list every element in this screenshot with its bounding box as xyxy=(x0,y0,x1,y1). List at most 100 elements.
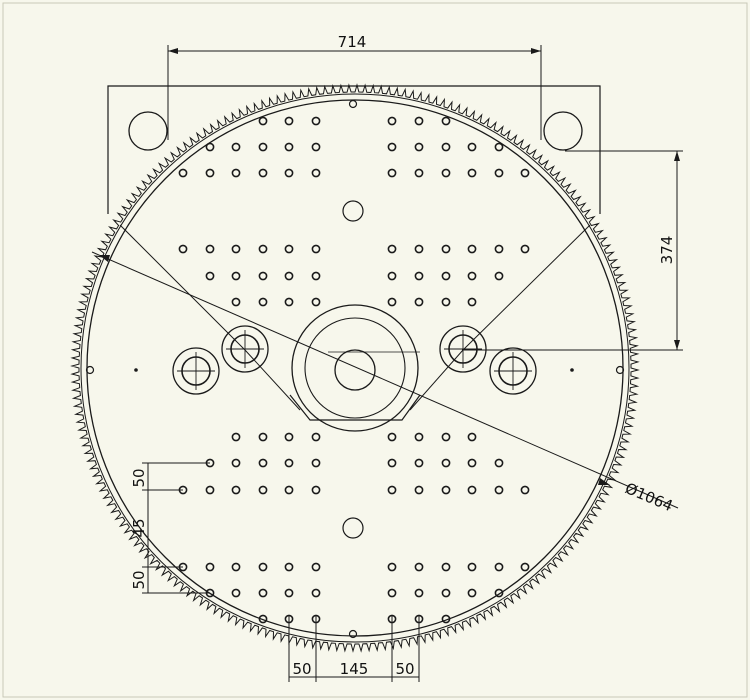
mounting-hole xyxy=(284,297,294,307)
mounting-hole xyxy=(311,271,321,281)
dim-label-714: 714 xyxy=(338,33,367,51)
mounting-hole xyxy=(441,244,451,254)
arrow-374-bottom xyxy=(674,340,680,350)
dim-label-left-50-bottom: 50 xyxy=(130,570,148,589)
mounting-hole xyxy=(205,168,215,178)
mounting-hole xyxy=(311,244,321,254)
mounting-hole xyxy=(441,168,451,178)
mounting-hole xyxy=(205,485,215,495)
mounting-hole xyxy=(284,458,294,468)
mounting-hole xyxy=(467,432,477,442)
mounting-hole xyxy=(258,458,268,468)
mounting-hole xyxy=(414,142,424,152)
mounting-hole xyxy=(387,142,397,152)
arrow-diameter-right xyxy=(598,478,610,485)
bracket-hole-left xyxy=(128,111,168,151)
mounting-hole xyxy=(387,244,397,254)
dim-label-left-45: 45 xyxy=(130,518,148,537)
mounting-hole xyxy=(231,142,241,152)
mounting-hole xyxy=(467,271,477,281)
mounting-hole xyxy=(494,588,504,598)
mounting-hole xyxy=(387,116,397,126)
mounting-hole xyxy=(231,432,241,442)
mounting-hole xyxy=(441,116,451,126)
mounting-hole xyxy=(441,432,451,442)
mounting-hole xyxy=(414,458,424,468)
tiebar-hole-upper-right xyxy=(439,325,487,373)
mounting-hole xyxy=(205,271,215,281)
mounting-hole xyxy=(284,116,294,126)
mounting-hole xyxy=(494,562,504,572)
mounting-hole xyxy=(520,168,530,178)
mounting-hole xyxy=(178,244,188,254)
mounting-hole xyxy=(467,485,477,495)
mounting-hole xyxy=(231,485,241,495)
central-ring-mid xyxy=(304,317,406,419)
mounting-hole xyxy=(258,432,268,442)
mounting-hole xyxy=(258,116,268,126)
mounting-hole xyxy=(520,562,530,572)
mounting-hole xyxy=(205,562,215,572)
arrow-diameter-left xyxy=(99,255,110,262)
support-line-left xyxy=(119,224,246,351)
mounting-hole-grid xyxy=(178,116,530,624)
mounting-hole xyxy=(414,432,424,442)
mounting-hole xyxy=(231,244,241,254)
mounting-hole xyxy=(205,142,215,152)
right-small-mark xyxy=(570,368,574,372)
dim-label-374: 374 xyxy=(658,236,676,265)
mounting-hole xyxy=(311,297,321,307)
mounting-hole xyxy=(258,168,268,178)
central-ring-outer xyxy=(291,304,419,432)
upper-center-hole xyxy=(342,200,364,222)
mounting-hole xyxy=(414,168,424,178)
central-hex-boss xyxy=(289,394,421,421)
mounting-hole xyxy=(311,116,321,126)
mounting-hole xyxy=(311,485,321,495)
mounting-hole xyxy=(231,562,241,572)
mounting-hole xyxy=(414,562,424,572)
mounting-hole xyxy=(205,244,215,254)
mounting-hole xyxy=(258,614,268,624)
tiebar-hole-left xyxy=(172,347,220,395)
mounting-hole xyxy=(467,562,477,572)
mounting-hole xyxy=(441,562,451,572)
gear-ring xyxy=(70,83,640,653)
mounting-hole xyxy=(258,297,268,307)
left-marker-hole xyxy=(85,365,95,375)
arrow-714-left xyxy=(168,48,178,54)
mounting-hole xyxy=(441,458,451,468)
tiebar-hole-right xyxy=(489,347,537,395)
arrow-374-top xyxy=(674,151,680,161)
mounting-hole xyxy=(258,485,268,495)
mounting-hole xyxy=(258,562,268,572)
mounting-hole xyxy=(311,458,321,468)
lower-center-hole xyxy=(342,517,364,539)
platen-inner-circle xyxy=(86,99,624,637)
mounting-hole xyxy=(311,588,321,598)
mounting-hole xyxy=(441,485,451,495)
mounting-hole xyxy=(258,142,268,152)
mounting-hole xyxy=(387,485,397,495)
mounting-hole xyxy=(494,244,504,254)
mounting-hole xyxy=(414,116,424,126)
support-line-right xyxy=(462,224,591,351)
dim-label-diameter: Ø1064 xyxy=(622,479,675,515)
top-marker-hole xyxy=(348,99,358,109)
mounting-hole xyxy=(284,432,294,442)
mounting-hole xyxy=(494,168,504,178)
mounting-hole xyxy=(414,588,424,598)
mounting-hole xyxy=(284,588,294,598)
mounting-hole xyxy=(494,271,504,281)
mounting-hole xyxy=(441,297,451,307)
mounting-hole xyxy=(231,168,241,178)
mounting-hole xyxy=(178,168,188,178)
mounting-hole xyxy=(441,142,451,152)
mounting-hole xyxy=(387,432,397,442)
dim-label-bottom-50-right: 50 xyxy=(395,660,414,678)
mounting-bracket xyxy=(107,85,601,214)
mounting-hole xyxy=(441,614,451,624)
left-small-mark xyxy=(134,368,138,372)
mounting-hole xyxy=(467,297,477,307)
